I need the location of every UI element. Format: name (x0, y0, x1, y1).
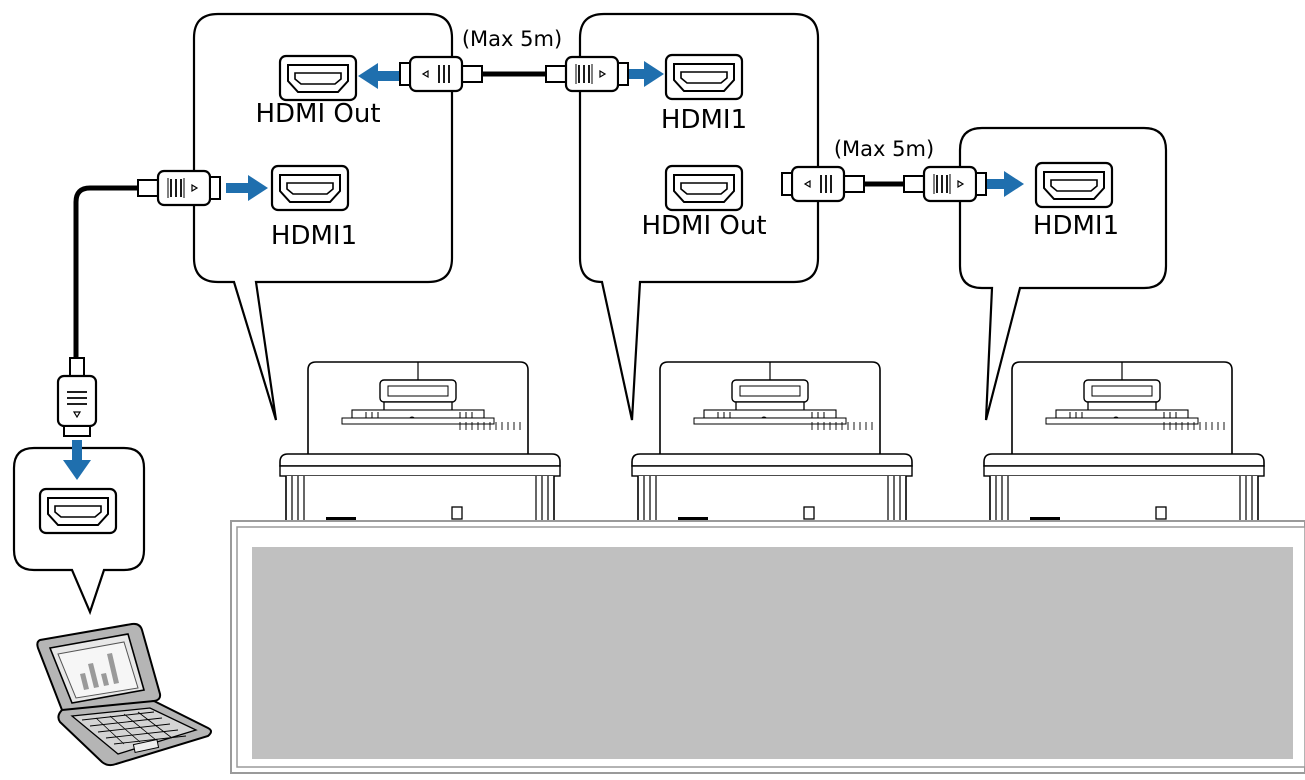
laptop-hdmi-plug-icon (56, 357, 98, 437)
projector-3-callout: HDMI1 (958, 126, 1168, 421)
projector-2-hdmi-out-port-icon (664, 164, 744, 212)
cable-2-3-length-label: (Max 5m) (834, 137, 934, 161)
projector-2-hdmi1-label: HDMI1 (661, 105, 747, 135)
laptop-icon (36, 622, 212, 767)
cable-1-2: (Max 5m) (398, 27, 630, 93)
laptop-callout (12, 446, 146, 616)
projector-1-icon (279, 361, 561, 531)
cable-1-2-length-label: (Max 5m) (462, 27, 562, 51)
projector-3-hdmi1-label: HDMI1 (1033, 211, 1119, 241)
laptop-hdmi-port-icon (38, 487, 118, 535)
arrow-icon (63, 440, 91, 480)
projector-2-callout: HDMI1 HDMI Out (578, 12, 820, 421)
projector-1-callout: HDMI Out HDMI1 (192, 12, 454, 421)
hdmi-plug-icon (780, 165, 866, 203)
laptop-cable (73, 185, 138, 358)
cable-2-3: (Max 5m) (780, 137, 988, 203)
projector-3-hdmi1-port-icon (1034, 161, 1114, 209)
hdmi-plug-icon (398, 55, 484, 93)
projector-1-hdmi-out-label: HDMI Out (255, 99, 380, 129)
projector-1-hdmi-out-port-icon (278, 54, 358, 102)
projector-3-icon (983, 361, 1265, 531)
hdmi-plug-icon (136, 169, 222, 207)
projector-1-hdmi1-label: HDMI1 (271, 221, 357, 251)
note-panel (230, 520, 1305, 774)
projector-2-icon (631, 361, 913, 531)
projector-1-hdmi1-port-icon (270, 164, 350, 212)
projector-2-hdmi1-port-icon (664, 53, 744, 101)
projector-2-hdmi-out-label: HDMI Out (641, 211, 766, 241)
hdmi-plug-icon (544, 55, 630, 93)
hdmi-plug-icon (902, 165, 988, 203)
